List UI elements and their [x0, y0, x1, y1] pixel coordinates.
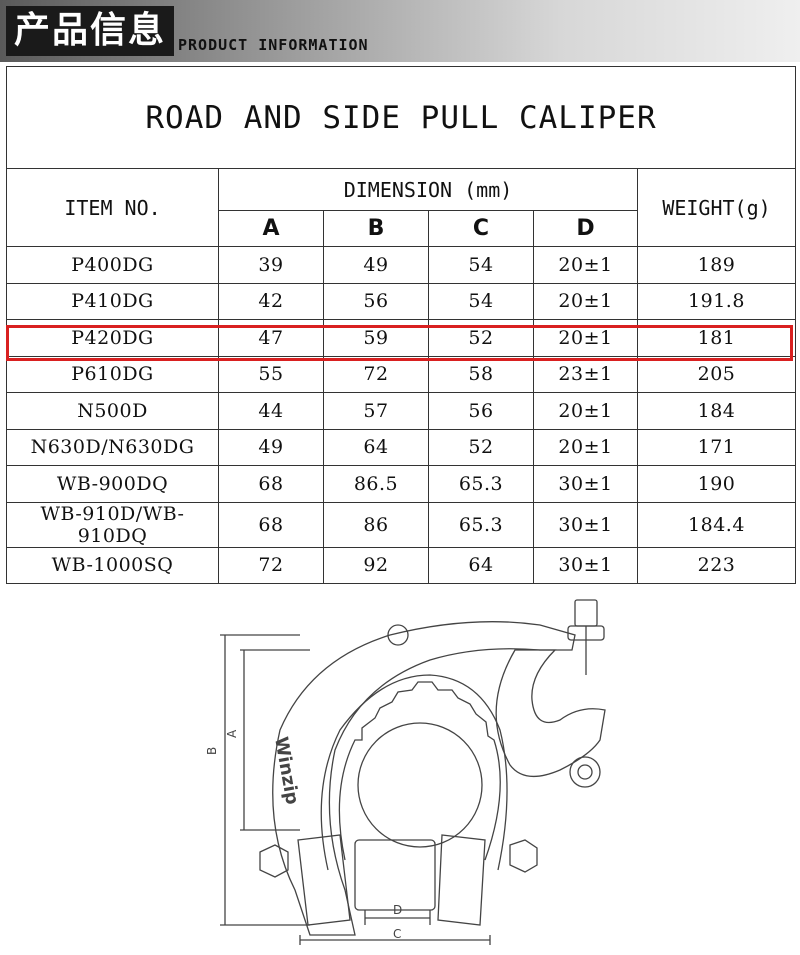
- cell-dim-a: 72: [218, 546, 324, 584]
- right-nut: [509, 839, 538, 873]
- cell-dim-a: 44: [218, 392, 324, 430]
- cell-dim-d: 30±1: [533, 465, 638, 503]
- cell-item-no: P420DG: [6, 319, 219, 357]
- cell-dim-a: 39: [218, 246, 324, 284]
- cell-dim-a: 68: [218, 501, 324, 548]
- cell-dim-b: 86.5: [323, 465, 429, 503]
- cell-dim-b: 57: [323, 392, 429, 430]
- top-pivot: [387, 624, 409, 646]
- cell-dim-b: 56: [323, 282, 429, 320]
- spec-table: ROAD AND SIDE PULL CALIPER ITEM NO. DIME…: [5, 66, 797, 584]
- cell-item-no: N630D/N630DG: [6, 428, 219, 466]
- cell-dim-c: 56: [428, 392, 534, 430]
- cable-adjuster: [574, 599, 598, 627]
- left-nut: [259, 844, 289, 878]
- cell-dim-c: 52: [428, 428, 534, 466]
- label-a: A: [225, 729, 239, 738]
- cell-dim-c: 64: [428, 546, 534, 584]
- column-header-dimension: DIMENSION (mm): [218, 168, 638, 211]
- brake-pad-left: [297, 834, 351, 926]
- cell-dim-a: 55: [218, 355, 324, 393]
- caliper-diagram: B A C D Winzip: [205, 599, 606, 945]
- cell-dim-a: 68: [218, 465, 324, 503]
- brand-logo: Winzip: [270, 735, 303, 806]
- pivot-bolt: [569, 756, 601, 788]
- cell-item-no: WB-1000SQ: [6, 546, 219, 584]
- cell-dim-a: 47: [218, 319, 324, 357]
- cell-dim-c: 65.3: [428, 501, 534, 548]
- center-block: [354, 839, 436, 911]
- brake-pad-right: [437, 834, 486, 926]
- cell-weight: 184: [636, 392, 797, 430]
- column-header-item: ITEM NO.: [6, 168, 219, 247]
- label-b: B: [205, 747, 219, 755]
- cell-dim-a: 42: [218, 282, 324, 320]
- cell-weight: 181: [636, 319, 797, 357]
- cell-dim-c: 52: [428, 319, 534, 357]
- cell-dim-c: 54: [428, 282, 534, 320]
- cell-dim-c: 54: [428, 246, 534, 284]
- cell-dim-c: 58: [428, 355, 534, 393]
- cell-item-no: P610DG: [6, 355, 219, 393]
- column-header-b: B: [323, 210, 429, 247]
- cell-dim-d: 30±1: [533, 501, 638, 548]
- column-header-d: D: [533, 210, 638, 247]
- cell-weight: 189: [636, 246, 797, 284]
- header-title-cn: 产品信息: [6, 6, 174, 56]
- cell-weight: 190: [636, 465, 797, 503]
- cell-dim-d: 30±1: [533, 546, 638, 584]
- cell-item-no: P410DG: [6, 282, 219, 320]
- cell-dim-b: 72: [323, 355, 429, 393]
- header-title-en: PRODUCT INFORMATION: [178, 36, 369, 54]
- side-pull-arm: [495, 649, 606, 777]
- cell-weight: 184.4: [636, 501, 797, 548]
- cell-weight: 223: [636, 546, 797, 584]
- label-c: C: [393, 927, 401, 941]
- cell-dim-b: 49: [323, 246, 429, 284]
- cell-dim-b: 92: [323, 546, 429, 584]
- label-d: D: [393, 903, 402, 917]
- cell-dim-b: 59: [323, 319, 429, 357]
- cell-item-no: N500D: [6, 392, 219, 430]
- cell-weight: 171: [636, 428, 797, 466]
- cell-dim-d: 20±1: [533, 319, 638, 357]
- cell-dim-d: 20±1: [533, 246, 638, 284]
- center-bore: [357, 722, 483, 848]
- column-header-c: C: [428, 210, 534, 247]
- gear-ring-outer: [320, 674, 508, 871]
- cell-dim-d: 20±1: [533, 392, 638, 430]
- cell-item-no: P400DG: [6, 246, 219, 284]
- column-header-a: A: [218, 210, 324, 247]
- gear-teeth: [338, 681, 501, 861]
- cell-dim-c: 65.3: [428, 465, 534, 503]
- cell-item-no: WB-910D/WB-910DQ: [6, 501, 219, 548]
- cell-dim-a: 49: [218, 428, 324, 466]
- cell-dim-d: 20±1: [533, 282, 638, 320]
- cell-dim-b: 64: [323, 428, 429, 466]
- cell-dim-d: 23±1: [533, 355, 638, 393]
- cell-weight: 191.8: [636, 282, 797, 320]
- table-title: ROAD AND SIDE PULL CALIPER: [5, 66, 797, 169]
- cell-dim-d: 20±1: [533, 428, 638, 466]
- column-header-weight: WEIGHT(g): [636, 168, 797, 247]
- cell-weight: 205: [636, 355, 797, 393]
- caliper-arm-outline: [272, 621, 576, 936]
- cell-item-no: WB-900DQ: [6, 465, 219, 503]
- cell-dim-b: 86: [323, 501, 429, 548]
